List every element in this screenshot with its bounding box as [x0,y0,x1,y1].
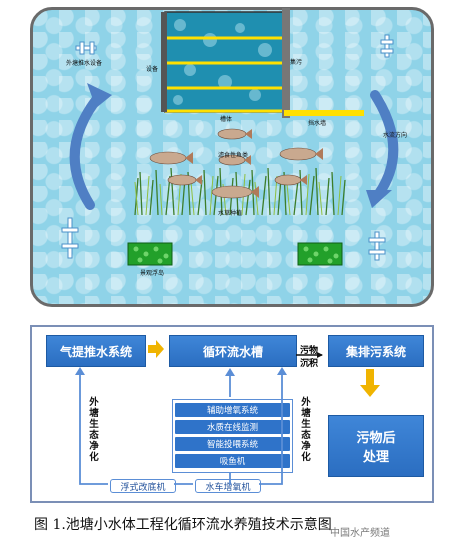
blue-arrow-up-right [277,367,287,375]
label-equipment: 设备 [146,66,159,73]
push-device-bottom-left [61,217,79,259]
arrow-tank-to-waste-head [317,352,323,358]
fish-group [149,128,323,199]
pill-waterwheel-oxygen: 水车增氧机 [195,479,261,493]
box-air-lift: 气提推水系统 [46,335,146,367]
fish-5 [167,174,202,186]
rp-4: 态 [301,430,311,441]
lp-5: 净 [89,441,99,452]
box-waste-collection: 集排污系统 [328,335,424,367]
rp-2: 塘 [301,408,311,419]
fish-4 [279,147,323,161]
lp-2: 塘 [89,408,99,419]
subsystem-water-monitor: 水质在线监测 [175,420,290,434]
right-purification-label: 外 塘 生 态 净 化 [300,397,312,463]
label-landscape-float: 景观浮岛 [140,270,165,277]
pond-drawing [61,8,399,266]
fish-7 [274,174,307,186]
label-fish: 滤食性鱼类 [218,152,249,159]
pollutant-label: 污物 沉积 [300,345,318,371]
rp-3: 生 [301,419,311,430]
post-treatment-line-2: 处理 [362,450,389,465]
label-collect: 集污 [290,59,303,66]
subsystem-frame [172,399,293,473]
tank-left-wall [161,12,167,112]
subsystem-fish-pump: 吸鱼机 [175,454,290,468]
label-tank: 槽体 [220,116,233,123]
subsystem-aux-oxygen: 辅助增氧系统 [175,403,290,417]
label-retaining-wall: 挡水墙 [308,120,327,127]
push-device-bottom-right [368,231,386,261]
push-device-top-right [380,34,394,58]
flow-arrows [75,340,380,485]
rp-1: 外 [301,397,311,408]
blue-arrow-up-left [75,367,85,375]
flow-diagram: 气提推水系统 循环流水槽 集排污系统 污物后 处理 污物 沉积 辅助增氧系统 水… [30,325,434,503]
watermark: 中国水产频道 [330,528,390,539]
fish-2 [149,151,193,165]
float-texture [133,246,339,264]
push-device-top-left [75,41,97,55]
pollutant-line-1: 污物 [300,346,319,356]
rp-5: 净 [301,441,311,452]
lp-1: 外 [89,397,99,408]
arrow-air-to-tank [148,340,164,358]
figure-caption: 图 1.池塘小水体工程化循环流水养殖技术示意图 [34,517,332,533]
retaining-wall [284,110,364,116]
rp-6: 化 [301,452,311,463]
box-post-treatment: 污物后 处理 [328,415,424,477]
subsystem-smart-feeding: 智能投喂系统 [175,437,290,451]
lp-4: 态 [89,430,99,441]
arrow-waste-to-treatment [360,369,380,397]
label-water-plants: 水草种植 [218,210,243,217]
left-flow-arrow-head [87,83,112,108]
fish-3 [218,154,251,166]
label-push-device: 外塘推水设备 [66,60,103,67]
box-circulation-tank: 循环流水槽 [169,335,297,367]
tank-dividers [165,36,285,113]
left-flow-arrow [69,90,105,210]
blue-arrow-subsystem-up [225,368,235,376]
tank-right-wall [282,8,290,118]
blue-loop [79,373,283,485]
lp-3: 生 [89,419,99,430]
pill-floating-bottom: 浮式改底机 [110,479,176,493]
fish-1 [217,128,252,140]
left-purification-label: 外 塘 生 态 净 化 [88,397,100,463]
fish-6 [211,185,259,199]
right-flow-arrow [370,90,399,200]
post-treatment-line-1: 污物后 [356,431,396,446]
label-flow-direction: 水流方向 [383,132,408,139]
right-flow-arrow-head [366,190,392,208]
lp-6: 化 [89,452,99,463]
pollutant-line-2: 沉积 [300,359,319,369]
